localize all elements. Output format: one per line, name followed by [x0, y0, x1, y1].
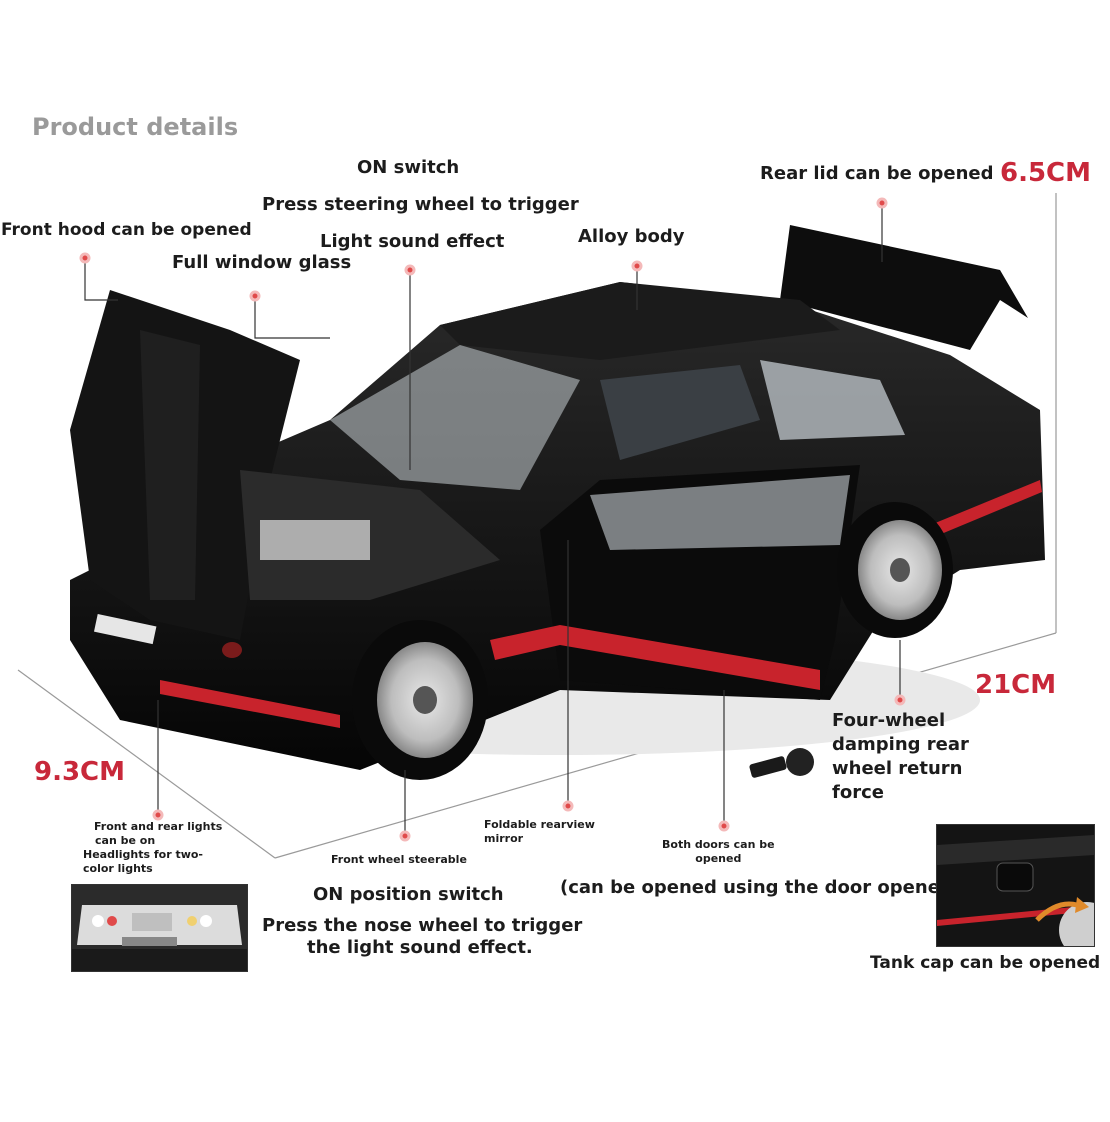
page-title: Product details — [32, 113, 239, 141]
length-dimension: 21CM — [975, 670, 1057, 700]
rear-wheel — [837, 502, 953, 638]
label-four-wheel: Four-wheel damping rear wheel return for… — [832, 709, 969, 805]
width-dimension: 9.3CM — [34, 757, 126, 787]
front-rear-lights-line-1: Front and rear lights — [94, 820, 223, 833]
label-light-sound: Light sound effect — [320, 231, 505, 252]
doors-line-1: Both doors can be — [662, 838, 775, 851]
spring-part — [749, 748, 814, 778]
four-wheel-line-1: Four-wheel — [832, 710, 946, 731]
front-wheel — [352, 620, 488, 780]
label-mirror: Foldable rearview mirror — [484, 818, 595, 846]
tank-cap-photo — [936, 824, 1095, 947]
front-rear-lights-line-2: can be on — [95, 834, 156, 847]
doors-line-2: opened — [695, 852, 742, 865]
label-front-wheel: Front wheel steerable — [331, 853, 467, 866]
label-press-nose-1: Press the nose wheel to trigger — [262, 915, 583, 936]
headlights-line-2: color lights — [83, 862, 153, 875]
label-doors: Both doors can be opened — [662, 838, 775, 866]
marker-dots — [79, 197, 906, 842]
headlights-line-1: Headlights for two- — [83, 848, 203, 861]
four-wheel-line-2: damping rear — [832, 734, 969, 755]
leader-lines — [84, 203, 901, 835]
label-tank-cap: Tank cap can be opened — [870, 953, 1101, 973]
mirror-line-2: mirror — [484, 832, 524, 845]
label-rear-lid: Rear lid can be opened — [760, 163, 994, 184]
four-wheel-line-3: wheel return — [832, 758, 963, 779]
rear-lights-photo — [71, 884, 248, 972]
label-front-hood: Front hood can be opened — [1, 220, 252, 240]
mirror-line-1: Foldable rearview — [484, 818, 595, 831]
label-press-steering: Press steering wheel to trigger — [262, 194, 579, 215]
label-door-opener: (can be opened using the door opener) — [560, 877, 958, 898]
height-dimension: 6.5CM — [1000, 158, 1092, 188]
label-headlights: Headlights for two- color lights — [83, 848, 203, 876]
label-on-switch: ON switch — [357, 157, 460, 178]
label-press-nose-2: the light sound effect. — [307, 937, 533, 958]
four-wheel-line-4: force — [832, 782, 884, 803]
label-full-window: Full window glass — [172, 252, 352, 273]
label-front-rear-lights: Front and rear lights can be on — [94, 820, 222, 848]
label-on-position: ON position switch — [313, 884, 504, 905]
rear-lid — [780, 225, 1028, 350]
label-alloy-body: Alloy body — [578, 226, 685, 247]
side-stripe — [490, 625, 820, 690]
